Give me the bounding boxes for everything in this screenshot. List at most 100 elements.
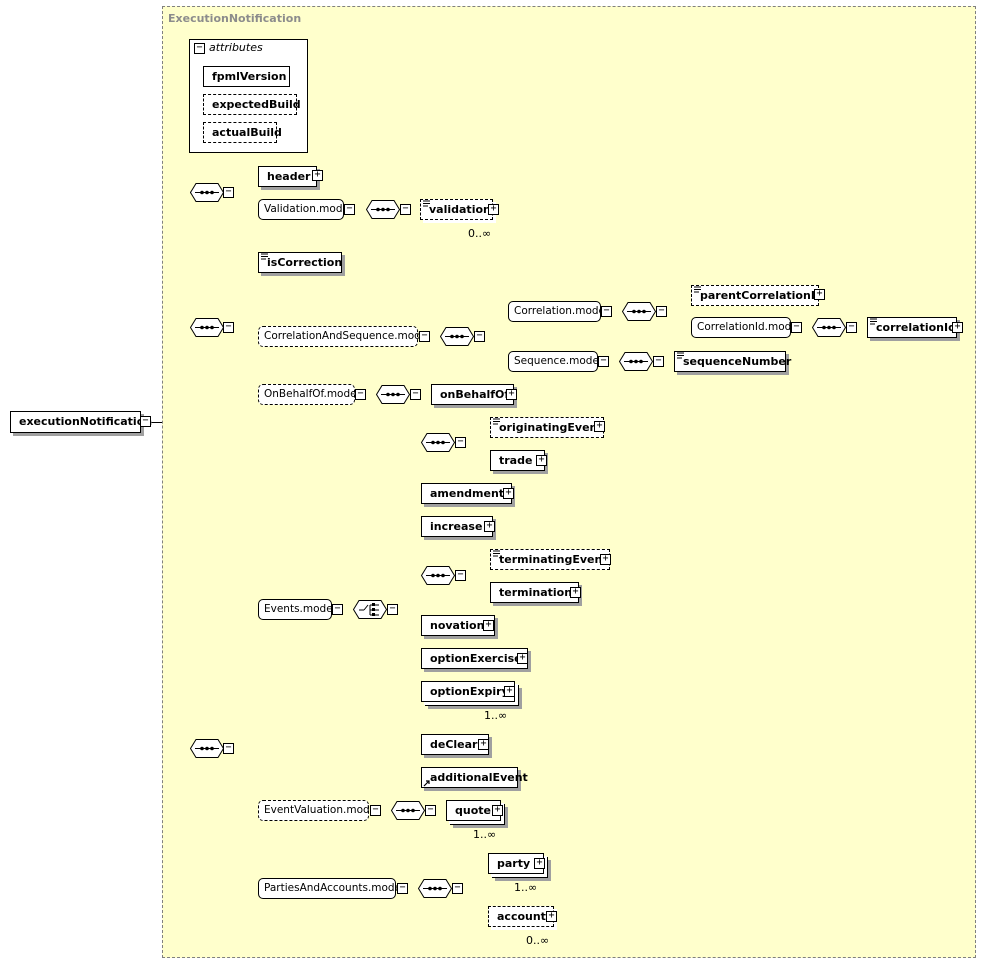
cardinality-option-expiry: 1..∞ — [484, 709, 508, 722]
group-correlation-and-sequence-model[interactable]: CorrelationAndSequence.model — [258, 326, 430, 347]
validation-expand-toggle[interactable]: + — [488, 204, 499, 215]
group-correlation-model[interactable]: Correlation.model — [508, 301, 608, 322]
header-expand-toggle[interactable]: + — [312, 170, 323, 181]
group-events-model[interactable]: Events.model — [258, 599, 336, 620]
parties-and-accounts-seq-toggle[interactable]: − — [452, 883, 463, 894]
party-toggle[interactable]: + — [534, 858, 545, 869]
correlation-id-expand-toggle[interactable]: + — [952, 322, 963, 333]
attribute-actual-build[interactable]: actualBuild — [203, 122, 282, 143]
annotation-icon — [423, 200, 430, 207]
element-header[interactable]: header — [258, 166, 317, 187]
group-validation-model[interactable]: Validation.model — [258, 199, 352, 220]
element-quote[interactable]: quote — [446, 800, 501, 821]
on-behalf-of-model-toggle[interactable]: − — [355, 389, 366, 400]
correlation-model-toggle[interactable]: − — [601, 306, 612, 317]
sequence-1-toggle[interactable]: − — [223, 187, 234, 198]
group-event-valuation-model[interactable]: EventValuation.model — [258, 800, 379, 821]
choice-compositor-icon — [353, 600, 387, 619]
parties-and-accounts-model-toggle[interactable]: − — [397, 883, 408, 894]
correlation-and-sequence-seq-toggle[interactable]: − — [474, 331, 485, 342]
termination-toggle[interactable]: + — [570, 587, 581, 598]
account-toggle[interactable]: + — [546, 911, 557, 922]
element-parent-correlation-id[interactable]: parentCorrelationId — [691, 285, 823, 306]
element-on-behalf-of[interactable]: onBehalfOf — [431, 384, 514, 405]
sequence-compositor-icon — [376, 385, 410, 404]
element-termination[interactable]: termination — [490, 582, 579, 603]
sequence-compositor-icon — [421, 433, 455, 452]
element-party[interactable]: party — [488, 853, 544, 874]
element-sequence-number[interactable]: sequenceNumber — [674, 351, 791, 372]
sequence-3-toggle[interactable]: − — [223, 743, 234, 754]
quote-toggle[interactable]: + — [492, 805, 503, 816]
element-option-expiry[interactable]: optionExpiry — [421, 681, 515, 702]
element-account[interactable]: account — [488, 906, 554, 927]
correlation-id-seq-toggle[interactable]: − — [846, 322, 857, 333]
annotation-icon — [493, 550, 500, 557]
trade-toggle[interactable]: + — [536, 455, 547, 466]
element-de-clear[interactable]: deClear — [421, 734, 489, 755]
sequence-compositor-icon[interactable] — [190, 318, 224, 337]
sequence-compositor-icon — [619, 352, 653, 371]
terminating-event-toggle[interactable]: + — [600, 554, 611, 565]
cardinality-party: 1..∞ — [514, 881, 538, 894]
cardinality-validation: 0..∞ — [468, 227, 492, 240]
sequence-model-toggle[interactable]: − — [598, 356, 609, 367]
on-behalf-of-expand-toggle[interactable]: + — [506, 389, 517, 400]
attributes-collapse-toggle[interactable]: − — [194, 43, 205, 54]
group-sequence-model[interactable]: Sequence.model — [508, 351, 602, 372]
option-exercise-toggle[interactable]: + — [517, 653, 528, 664]
sequence-compositor-icon — [190, 183, 224, 202]
parent-correlation-id-toggle[interactable]: + — [814, 289, 825, 300]
sequence-compositor-icon — [812, 318, 846, 337]
element-originating-event[interactable]: originatingEvent — [490, 417, 604, 438]
element-amendment[interactable]: amendment — [421, 483, 512, 504]
sequence-compositor-icon — [391, 801, 425, 820]
sequence-compositor-icon[interactable] — [190, 739, 224, 758]
element-option-exercise[interactable]: optionExercise — [421, 648, 528, 669]
root-element-execution-notification[interactable]: executionNotification — [10, 411, 152, 433]
group-parties-and-accounts-model[interactable]: PartiesAndAccounts.model — [258, 878, 404, 899]
validation-model-toggle[interactable]: − — [344, 204, 355, 215]
annotation-icon — [870, 318, 877, 325]
root-collapse-toggle[interactable]: − — [140, 416, 151, 427]
terminating-seq-toggle[interactable]: − — [455, 570, 466, 581]
element-increase[interactable]: increase — [421, 516, 493, 537]
correlation-and-sequence-toggle[interactable]: − — [419, 331, 430, 342]
execution-notification-type-panel — [162, 6, 976, 958]
increase-toggle[interactable]: + — [484, 521, 495, 532]
cardinality-quote: 1..∞ — [473, 828, 497, 841]
novation-toggle[interactable]: + — [483, 620, 494, 631]
attribute-expected-build[interactable]: expectedBuild — [203, 94, 301, 115]
attribute-fpml-version[interactable]: fpmlVersion — [203, 66, 290, 87]
group-on-behalf-of-model[interactable]: OnBehalfOf.model — [258, 384, 360, 405]
originating-seq-toggle[interactable]: − — [455, 437, 466, 448]
sequence-compositor-icon — [418, 879, 452, 898]
sequence-model-seq-toggle[interactable]: − — [653, 356, 664, 367]
event-valuation-model-toggle[interactable]: − — [370, 805, 381, 816]
event-valuation-seq-toggle[interactable]: − — [425, 805, 436, 816]
element-novation[interactable]: novation — [421, 615, 495, 636]
annotation-icon — [694, 286, 701, 293]
option-expiry-toggle[interactable]: + — [504, 686, 515, 697]
sequence-2-toggle[interactable]: − — [223, 322, 234, 333]
correlation-id-model-toggle[interactable]: − — [791, 322, 802, 333]
amendment-toggle[interactable]: + — [503, 488, 514, 499]
element-terminating-event[interactable]: terminatingEvent — [490, 549, 610, 570]
de-clear-toggle[interactable]: + — [478, 739, 489, 750]
validation-sequence-toggle[interactable]: − — [400, 204, 411, 215]
group-correlation-id-model[interactable]: CorrelationId.model — [691, 317, 801, 338]
events-model-toggle[interactable]: − — [332, 604, 343, 615]
annotation-icon — [493, 418, 500, 425]
attributes-label: attributes — [209, 41, 263, 54]
element-is-correction[interactable]: isCorrection — [258, 252, 342, 273]
element-validation[interactable]: validation — [420, 199, 493, 220]
element-correlation-id[interactable]: correlationId — [867, 317, 957, 338]
panel-title: ExecutionNotification — [168, 12, 302, 25]
annotation-icon — [677, 352, 684, 359]
events-choice-toggle[interactable]: − — [387, 604, 398, 615]
on-behalf-of-seq-toggle[interactable]: − — [410, 389, 421, 400]
element-additional-event[interactable]: additionalEvent — [421, 767, 528, 788]
originating-event-toggle[interactable]: + — [594, 421, 605, 432]
element-trade[interactable]: trade — [490, 450, 545, 471]
correlation-model-seq-toggle[interactable]: − — [656, 306, 667, 317]
